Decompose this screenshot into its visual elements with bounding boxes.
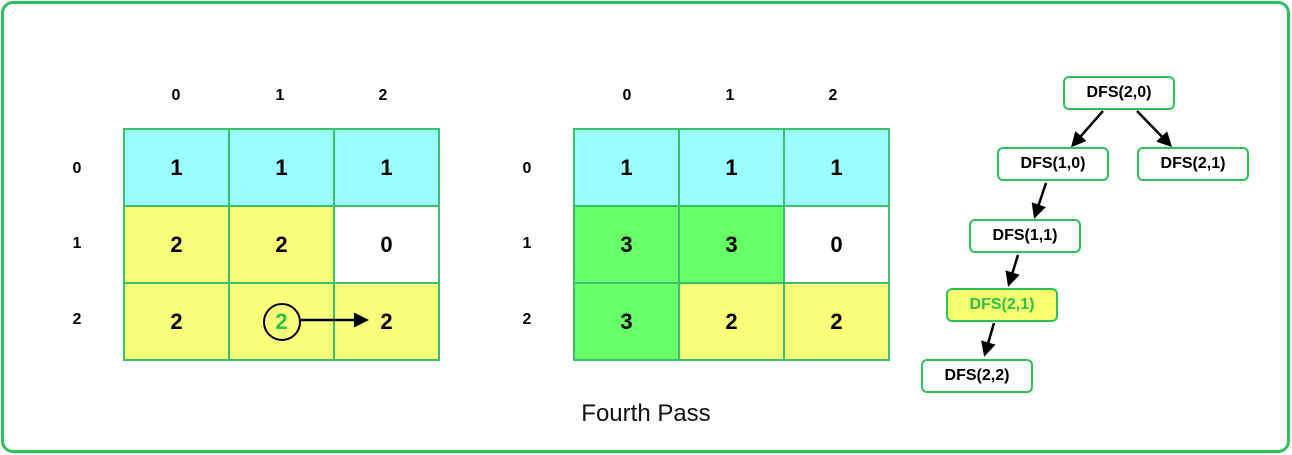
right-cell-2-2: 2 — [785, 284, 888, 359]
left-row-index-0: 0 — [72, 160, 82, 177]
right-row-index-1: 1 — [522, 235, 532, 252]
left-col-index-1: 1 — [275, 87, 285, 104]
right-cell-2-0: 3 — [575, 284, 678, 359]
left-row-index-2: 2 — [72, 311, 82, 328]
right-cell-2-1: 2 — [680, 284, 783, 359]
left-col-index-0: 0 — [171, 87, 181, 104]
right-cell-0-0: 1 — [575, 130, 678, 205]
left-cell-0-1: 1 — [230, 130, 333, 205]
dfs-node-1-0: DFS(1,0) — [997, 147, 1109, 181]
right-row-index-0: 0 — [522, 160, 532, 177]
left-cell-2-0: 2 — [125, 284, 228, 359]
right-cell-0-2: 1 — [785, 130, 888, 205]
left-cell-0-2: 1 — [335, 130, 438, 205]
current-cell-circle: 2 — [262, 302, 301, 341]
caption: Fourth Pass — [581, 400, 711, 427]
left-grid: 1 1 1 2 2 0 2 2 2 — [123, 128, 440, 361]
right-col-index-1: 1 — [725, 87, 735, 104]
right-cell-1-2: 0 — [785, 207, 888, 282]
left-cell-2-2: 2 — [335, 284, 438, 359]
edge-root-to-n10 — [1071, 110, 1104, 148]
dfs-node-2-1-active: DFS(2,1) — [946, 288, 1058, 322]
left-row-index-1: 1 — [72, 235, 82, 252]
edge-root-to-n21a — [1136, 110, 1173, 148]
left-col-index-2: 2 — [378, 87, 388, 104]
right-col-index-0: 0 — [622, 87, 632, 104]
edge-n11-to-n21b — [1005, 254, 1020, 287]
dfs-node-2-1-sibling: DFS(2,1) — [1137, 147, 1249, 181]
right-cell-1-1: 3 — [680, 207, 783, 282]
dfs-node-1-1: DFS(1,1) — [969, 219, 1081, 253]
left-cell-1-1: 2 — [230, 207, 333, 282]
dfs-node-2-2: DFS(2,2) — [921, 359, 1033, 393]
dfs-node-root: DFS(2,0) — [1063, 76, 1175, 110]
left-cell-2-1: 2 — [230, 284, 333, 359]
right-col-index-2: 2 — [828, 87, 838, 104]
left-cell-0-0: 1 — [125, 130, 228, 205]
right-row-index-2: 2 — [522, 311, 532, 328]
left-cell-1-2: 0 — [335, 207, 438, 282]
left-cell-1-0: 2 — [125, 207, 228, 282]
right-cell-1-0: 3 — [575, 207, 678, 282]
edge-n10-to-n11 — [1031, 182, 1048, 219]
edge-n21b-to-n22 — [981, 322, 996, 357]
right-cell-0-1: 1 — [680, 130, 783, 205]
right-grid: 1 1 1 3 3 0 3 2 2 — [573, 128, 890, 361]
